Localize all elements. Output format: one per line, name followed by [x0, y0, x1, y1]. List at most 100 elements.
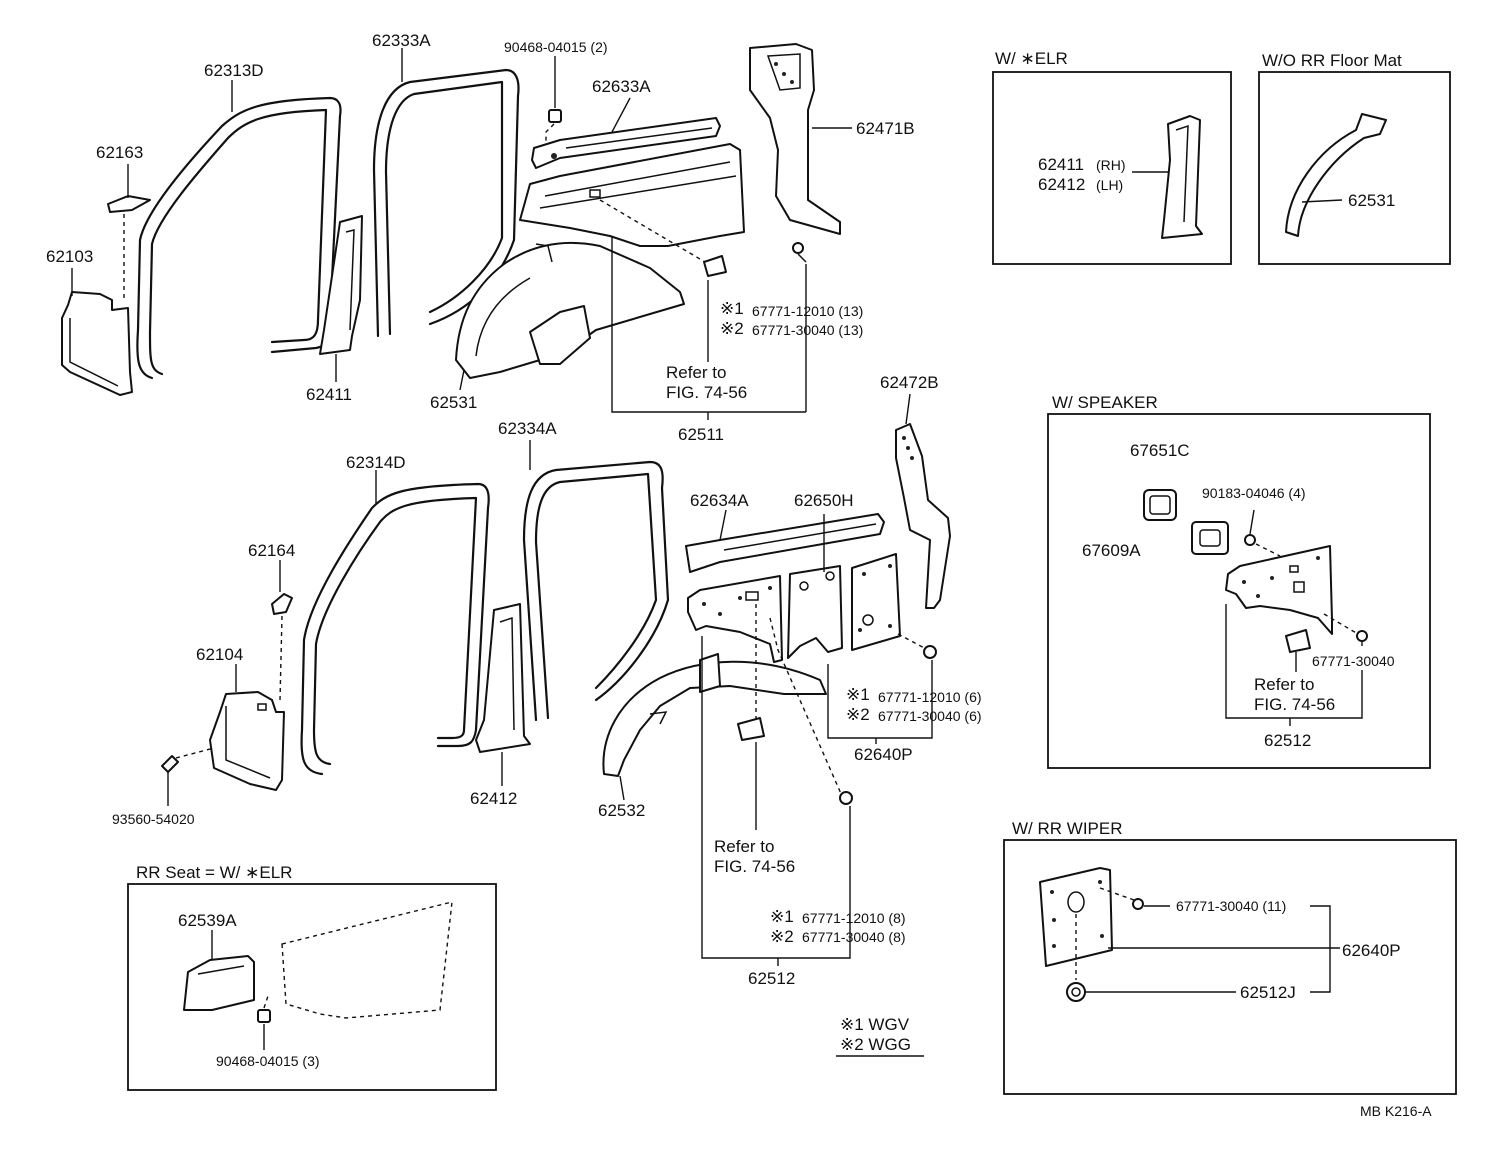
fig-74-56-lower: FIG. 74-56 [714, 857, 795, 876]
mark-2-upper: ※2 [720, 319, 744, 338]
part-62411-inset-pillar [1161, 115, 1203, 239]
part-62472B-pillar-trim [895, 423, 951, 609]
label-62512-speaker: 62512 [1264, 731, 1311, 750]
leader-line [827, 660, 933, 739]
label-rh: (RH) [1096, 157, 1126, 173]
label-67771-30040-6: 67771-30040 (6) [878, 708, 982, 724]
part-62640P-panel [851, 553, 901, 651]
mark-2-mid: ※2 [846, 705, 870, 724]
leader-line [905, 393, 911, 425]
mark-1-mid: ※1 [846, 685, 870, 704]
label-90183-04046: 90183-04046 (4) [1202, 485, 1306, 501]
label-67771-30040-11: 67771-30040 (11) [1176, 898, 1286, 914]
part-67609A-speaker [1191, 521, 1229, 555]
part-62512-panel [687, 575, 783, 663]
label-67771-12010-13: 67771-12010 (13) [752, 303, 863, 319]
part-67771-grommet [1356, 630, 1368, 642]
inset-speaker-frame [1047, 413, 1431, 769]
part-62512J-grommet [1066, 982, 1086, 1002]
part-62104-trim-panel [209, 691, 285, 791]
drawing-code: MB K216-A [1360, 1103, 1432, 1119]
fig-74-56-upper: FIG. 74-56 [666, 383, 747, 402]
label-62640P-wiper: 62640P [1342, 941, 1401, 960]
part-62314D-weatherstrip [300, 482, 490, 776]
label-62314D: 62314D [346, 453, 406, 472]
dashed-leader [1323, 613, 1359, 635]
part-refer-clip-upper [703, 255, 727, 277]
refer-to-lower: Refer to [714, 837, 774, 856]
part-62650H-panel [787, 565, 843, 659]
inset-elr-title: W/ ∗ELR [995, 49, 1068, 68]
label-67771-12010-8: 67771-12010 (8) [802, 910, 906, 926]
dashed-leader [279, 615, 283, 701]
part-90468-clip [548, 109, 562, 123]
leader-line [1310, 905, 1331, 993]
part-62633A-scuff-plate [531, 117, 721, 169]
label-62164: 62164 [248, 541, 295, 560]
label-90468-04015-3: 90468-04015 (3) [216, 1053, 320, 1069]
dashed-leader [545, 123, 555, 148]
label-90468-04015-2: 90468-04015 (2) [504, 39, 608, 55]
dashed-leader [769, 617, 843, 797]
part-93560-screw [161, 755, 179, 773]
part-speaker-refer-clip [1285, 629, 1311, 653]
label-93560-54020: 93560-54020 [112, 811, 195, 827]
part-62532-wheelhouse [602, 653, 827, 777]
part-grommet-lower [839, 791, 853, 805]
label-62103: 62103 [46, 247, 93, 266]
part-90183-nut [1244, 534, 1256, 546]
inset-seat-frame [127, 883, 497, 1091]
part-62511-side-panel [519, 143, 745, 247]
part-67651C-grille [1143, 489, 1177, 521]
label-62313D: 62313D [204, 61, 264, 80]
label-62531: 62531 [430, 393, 477, 412]
part-62412-pillar-garnish [475, 603, 531, 753]
mark-1-lower: ※1 [770, 907, 794, 926]
label-62532: 62532 [598, 801, 645, 820]
leader-line [701, 636, 851, 959]
inset-elr-frame [992, 71, 1232, 265]
label-62539A: 62539A [178, 911, 237, 930]
label-62634A: 62634A [690, 491, 749, 510]
refer-to-speaker: Refer to [1254, 675, 1314, 694]
part-62164-clip [271, 593, 293, 615]
leader-line [1249, 509, 1255, 535]
label-62512: 62512 [748, 969, 795, 988]
dashed-leader [1099, 887, 1135, 901]
label-67651C: 67651C [1130, 441, 1190, 460]
dashed-leader [897, 633, 929, 651]
label-lh: (LH) [1096, 177, 1123, 193]
label-62411: 62411 [306, 385, 352, 404]
part-67771-wiper-grommet [1132, 898, 1144, 910]
leader-line [459, 369, 465, 391]
label-62411-rh: 62411 [1038, 155, 1084, 174]
label-62472B: 62472B [880, 373, 939, 392]
dashed-leader [1255, 543, 1281, 557]
leader-line [1301, 199, 1343, 203]
refer-to-upper: Refer to [666, 363, 726, 382]
part-62634A-scuff-plate [685, 513, 885, 573]
label-62511: 62511 [678, 425, 724, 444]
legend-wgv: ※1 WGV [840, 1015, 910, 1034]
inset-speaker-title: W/ SPEAKER [1052, 393, 1158, 412]
part-62471B-pillar-trim [749, 43, 841, 235]
leader-line [719, 509, 727, 541]
label-62412-lh: 62412 [1038, 175, 1085, 194]
leader-line [1225, 604, 1363, 719]
part-62531-inset-trim [1285, 113, 1387, 237]
inset-mat-frame [1258, 71, 1451, 265]
label-62471B: 62471B [856, 119, 915, 138]
inset-seat-title: RR Seat = W/ ∗ELR [136, 863, 292, 882]
dashed-leader [175, 747, 215, 759]
label-62512J: 62512J [1240, 983, 1296, 1002]
inset-mat-title: W/O RR Floor Mat [1262, 51, 1402, 70]
label-62531-inset: 62531 [1348, 191, 1395, 210]
label-62334A: 62334A [498, 419, 557, 438]
label-67609A: 67609A [1082, 541, 1141, 560]
dashed-leader [263, 995, 269, 1009]
part-62411-pillar-garnish [319, 215, 363, 355]
part-62512-speaker-panel [1225, 545, 1333, 635]
label-62333A: 62333A [372, 31, 431, 50]
part-62313D-weatherstrip [136, 96, 342, 380]
